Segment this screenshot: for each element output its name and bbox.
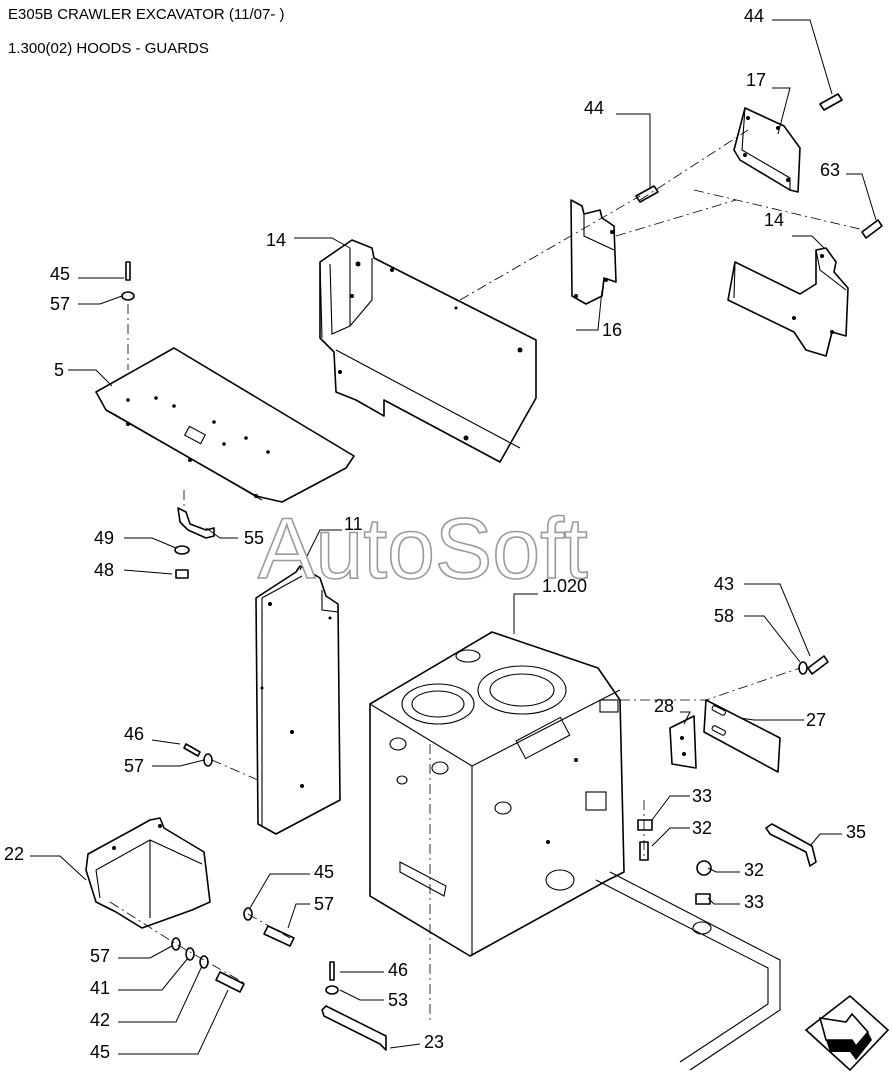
callout-48[interactable]: 48	[94, 560, 114, 580]
callout-57[interactable]: 57	[124, 756, 144, 776]
callout-17[interactable]: 17	[746, 70, 766, 90]
part-27-plate[interactable]	[703, 699, 781, 773]
part-16-bracket[interactable]	[570, 199, 617, 305]
callout-45[interactable]: 45	[90, 1042, 110, 1062]
part-11-vertical-guard[interactable]	[255, 565, 341, 835]
callout-14[interactable]: 14	[764, 210, 784, 230]
next-page-arrow-icon[interactable]	[804, 994, 890, 1072]
callout-labels: 44 17 44 63 14 14 45 57 16 5 11 49 55 48…	[4, 6, 866, 1062]
callout-16[interactable]: 16	[602, 320, 622, 340]
callout-27[interactable]: 27	[806, 710, 826, 730]
callout-14[interactable]: 14	[266, 230, 286, 250]
part-22-deflector[interactable]	[85, 817, 211, 929]
part-5-plate[interactable]	[95, 347, 355, 503]
callout-57[interactable]: 57	[90, 946, 110, 966]
callout-45[interactable]: 45	[314, 862, 334, 882]
callout-11[interactable]: 11	[344, 514, 363, 534]
part-14-right-guard[interactable]	[727, 247, 849, 357]
callout-32[interactable]: 32	[744, 860, 764, 880]
callout-43[interactable]: 43	[714, 574, 734, 594]
callout-57[interactable]: 57	[314, 894, 334, 914]
callout-32[interactable]: 32	[692, 818, 712, 838]
callout-33[interactable]: 33	[744, 892, 764, 912]
callout-42[interactable]: 42	[90, 1010, 110, 1030]
callout-49[interactable]: 49	[94, 528, 114, 548]
part-55-clip[interactable]	[177, 507, 215, 539]
callout-33[interactable]: 33	[692, 786, 712, 806]
part-23-strip[interactable]	[321, 1005, 387, 1051]
callout-45[interactable]: 45	[50, 264, 70, 284]
callout-63[interactable]: 63	[820, 160, 840, 180]
callout-41[interactable]: 41	[90, 978, 110, 998]
leader-lines	[30, 19, 877, 1055]
assembly-centerlines	[109, 129, 865, 1020]
part-35-handle[interactable]	[765, 823, 817, 867]
callout-23[interactable]: 23	[424, 1032, 444, 1052]
callout-5[interactable]: 5	[54, 360, 64, 380]
callout-58[interactable]: 58	[714, 606, 734, 626]
part-17-bracket[interactable]	[733, 107, 801, 193]
diagram-title: E305B CRAWLER EXCAVATOR (11/07- )	[8, 6, 285, 23]
part-1020-tank-body[interactable]	[369, 631, 625, 957]
fastener-bolts[interactable]	[121, 93, 883, 995]
diagram-subtitle: 1.300(02) HOODS - GUARDS	[8, 40, 209, 57]
part-28-plate[interactable]	[669, 715, 697, 769]
callout-55[interactable]: 55	[244, 528, 264, 548]
frame-outline	[595, 871, 781, 1071]
callout-22[interactable]: 22	[4, 844, 24, 864]
callout-46[interactable]: 46	[388, 960, 408, 980]
callout-46[interactable]: 46	[124, 724, 144, 744]
callout-35[interactable]: 35	[846, 822, 866, 842]
callout-1020[interactable]: 1.020	[542, 576, 587, 596]
callout-53[interactable]: 53	[388, 990, 408, 1010]
callout-44[interactable]: 44	[744, 6, 764, 26]
callout-57[interactable]: 57	[50, 294, 70, 314]
callout-44[interactable]: 44	[584, 98, 604, 118]
part-14-hood-panel[interactable]	[319, 239, 537, 463]
callout-28[interactable]: 28	[654, 696, 674, 716]
watermark: AutoSoft	[258, 501, 588, 597]
